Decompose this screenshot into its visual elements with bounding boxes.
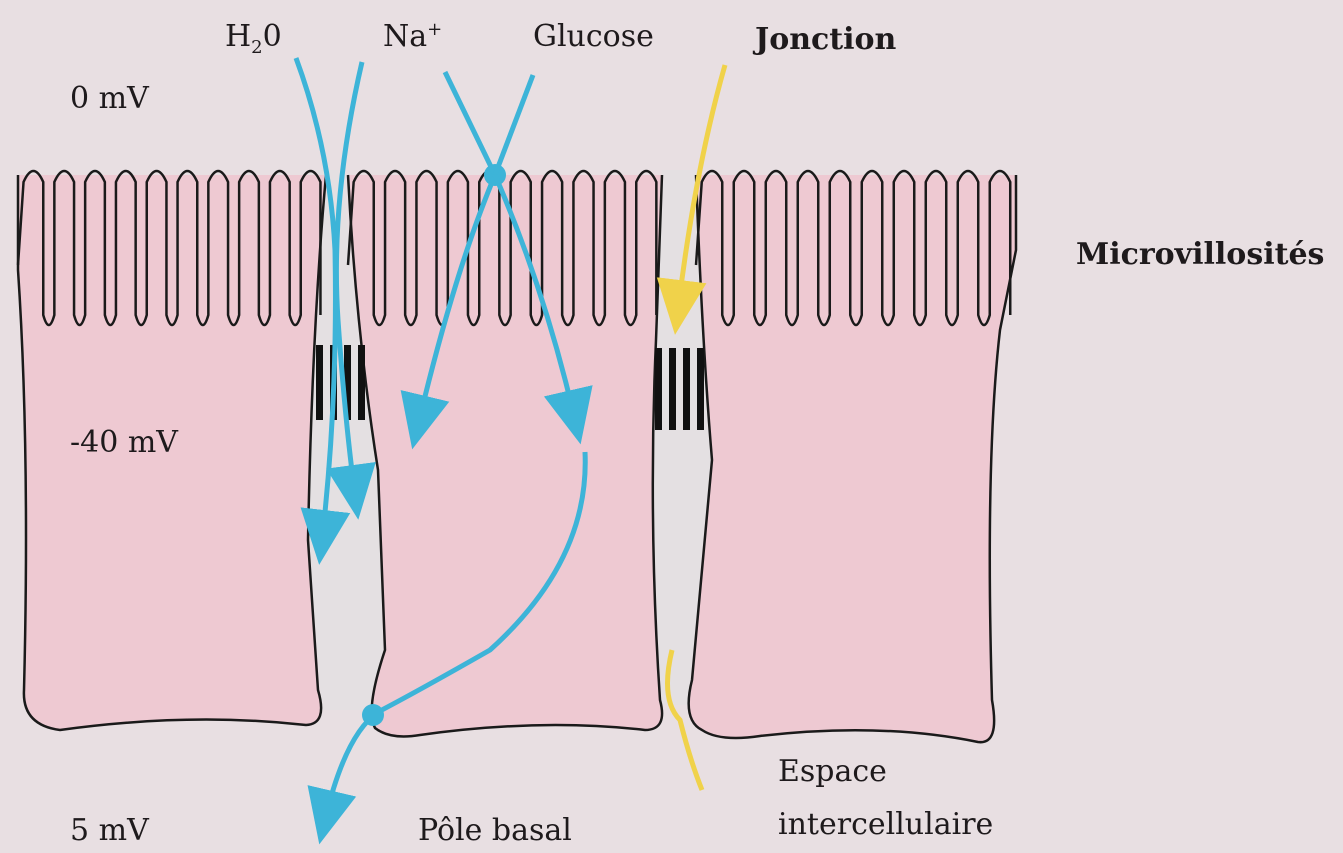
jonction-label: Jonction (755, 23, 896, 58)
na-sup: + (427, 19, 442, 40)
espace-label-line1: Espace (778, 755, 887, 790)
potential-apical: 0 mV (70, 82, 149, 117)
espace-label-line2: intercellulaire (778, 808, 993, 843)
pole-basal-label: Pôle basal (418, 814, 572, 849)
microvillosites-label: Microvillosités (1076, 238, 1324, 273)
basal-transporter-dot (362, 704, 384, 726)
potential-basal: 5 mV (70, 814, 149, 849)
cell-middle (348, 175, 662, 736)
potential-cell: -40 mV (70, 426, 178, 461)
sodium-arrow-in (445, 72, 495, 175)
cell-right (689, 175, 1016, 742)
glucose-label: Glucose (533, 20, 654, 55)
h2o-sub: 2 (251, 37, 262, 58)
h2o-label: H20 (225, 20, 282, 59)
glucose-arrow-in (495, 75, 533, 175)
h2o-o: 0 (263, 19, 282, 54)
na-label: Na+ (383, 20, 442, 55)
na-base: Na (383, 19, 427, 54)
h2o-h: H (225, 19, 251, 54)
